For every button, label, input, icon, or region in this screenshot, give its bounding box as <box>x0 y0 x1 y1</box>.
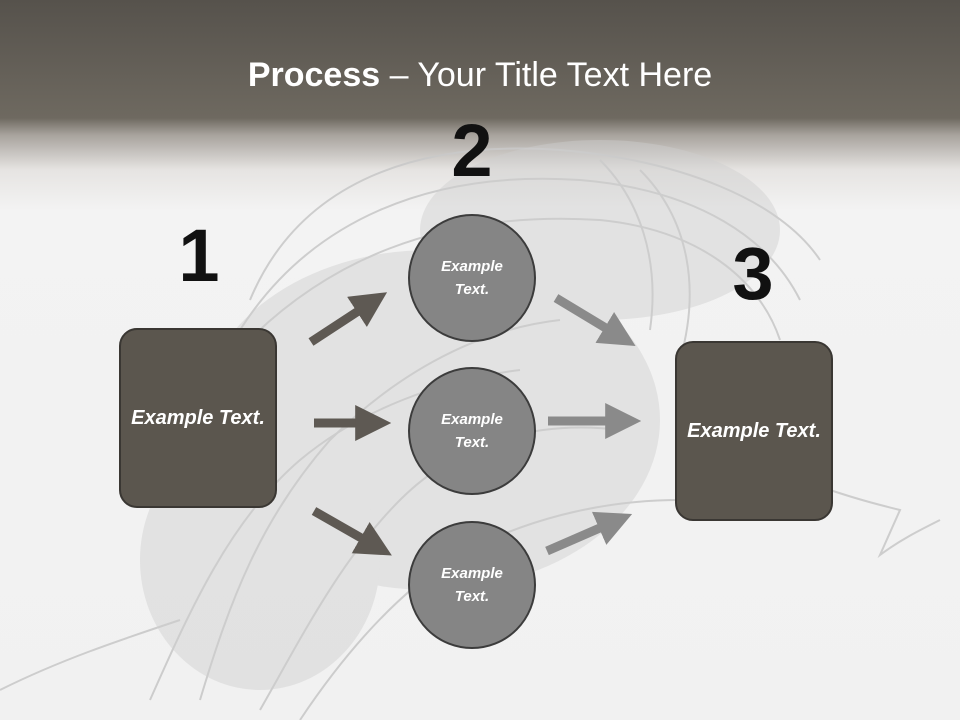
right-box-text: Example Text. <box>687 419 821 442</box>
circle-1-text: Example Text. <box>441 258 503 298</box>
circle-2-text: Example Text. <box>441 411 503 451</box>
right-process-box: Example Text. <box>675 341 833 521</box>
arrow-circle-1-to-right <box>553 294 636 347</box>
arrow-left-to-circle-3 <box>311 507 392 556</box>
step-number-1: 1 <box>178 214 220 297</box>
arrow-circle-3-to-right <box>545 511 633 556</box>
process-circle-1: Example Text. <box>408 214 536 342</box>
left-box-text: Example Text. <box>131 406 265 429</box>
step-number-3: 3 <box>732 232 774 315</box>
title-bold: Process <box>247 56 381 94</box>
process-circle-2: Example Text. <box>408 367 536 495</box>
title-rest: – Your Title Text Here <box>380 56 713 94</box>
process-circle-3: Example Text. <box>408 521 536 649</box>
left-process-box: Example Text. <box>119 328 277 508</box>
step-number-2: 2 <box>451 109 493 192</box>
circle-3-text: Example Text. <box>441 565 503 605</box>
slide-title: Process – Your Title Text Here <box>0 52 960 98</box>
arrow-left-to-circle-1 <box>308 292 388 346</box>
